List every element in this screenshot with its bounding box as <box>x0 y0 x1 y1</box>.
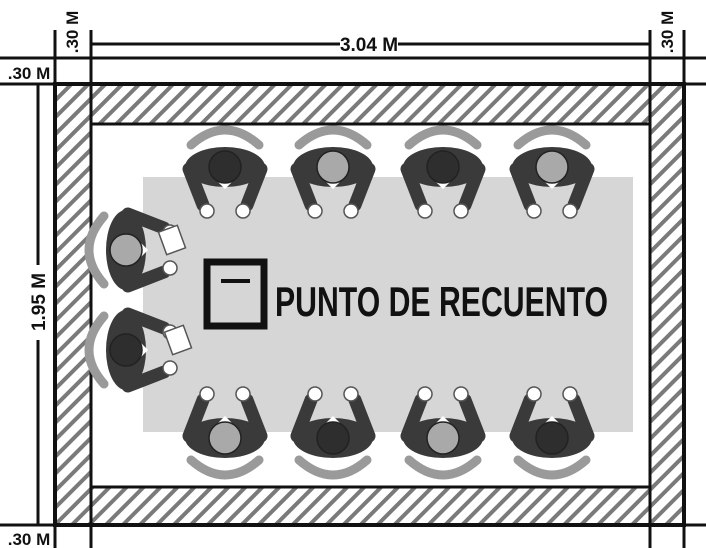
left-hand <box>307 203 323 219</box>
right-hand <box>562 203 578 219</box>
chair-back <box>513 125 591 150</box>
head <box>426 421 460 455</box>
ballot-paper-2 <box>163 324 193 356</box>
dim-label-left-height: 1.95 M <box>29 273 50 331</box>
head <box>208 421 242 455</box>
person-bottom-2 <box>290 386 376 480</box>
dim-label-left-top: .30 M <box>8 64 51 83</box>
left-hand <box>453 386 469 402</box>
chair-back <box>404 455 482 480</box>
left-arm <box>400 162 428 212</box>
person-top-4 <box>509 125 595 219</box>
right-arm <box>348 162 376 212</box>
person-bottom-4 <box>509 386 595 480</box>
wall-left <box>55 84 91 525</box>
right-hand <box>199 386 215 402</box>
head <box>535 150 569 184</box>
left-hand <box>562 386 578 402</box>
right-arm <box>121 307 171 335</box>
dimension-lines <box>0 30 706 548</box>
chair-back <box>186 125 264 150</box>
people-layer <box>84 125 595 480</box>
left-hand <box>235 386 251 402</box>
dim-label-left-bottom: .30 M <box>8 530 51 548</box>
chair-back <box>84 311 109 389</box>
chair-back <box>404 125 482 150</box>
left-hand <box>199 203 215 219</box>
head <box>109 233 143 267</box>
left-hand <box>162 260 178 276</box>
head <box>109 333 143 367</box>
chair-back <box>294 125 372 150</box>
wall-bottom <box>55 487 684 525</box>
head <box>316 421 350 455</box>
left-arm <box>567 393 595 443</box>
person-bottom-1 <box>182 386 268 480</box>
person-top-2 <box>290 125 376 219</box>
right-hand <box>417 386 433 402</box>
right-hand <box>343 203 359 219</box>
counting-table <box>143 177 633 432</box>
left-arm <box>240 393 268 443</box>
head <box>535 421 569 455</box>
chair-back <box>84 211 109 289</box>
left-hand <box>417 203 433 219</box>
ballot-box-icon <box>203 258 268 330</box>
dim-label-top-width: 3.04 M <box>340 35 398 56</box>
right-arm <box>290 393 318 443</box>
left-hand <box>162 360 178 376</box>
right-arm <box>567 162 595 212</box>
head <box>426 150 460 184</box>
right-arm <box>182 393 210 443</box>
chair-back <box>513 455 591 480</box>
left-hand <box>526 203 542 219</box>
left-hand <box>343 386 359 402</box>
left-arm <box>509 162 537 212</box>
wall-top <box>55 84 684 124</box>
dim-label-top-left: .30 M <box>63 11 82 54</box>
chair-back <box>186 455 264 480</box>
ballot-paper-1 <box>157 224 187 256</box>
head <box>208 150 242 184</box>
right-arm <box>121 207 171 235</box>
wall-right <box>650 84 684 525</box>
chair-back <box>294 455 372 480</box>
person-bottom-3 <box>400 386 486 480</box>
left-arm <box>182 162 210 212</box>
person-top-3 <box>400 125 486 219</box>
left-arm <box>458 393 486 443</box>
right-arm <box>240 162 268 212</box>
right-arm <box>458 162 486 212</box>
left-arm <box>348 393 376 443</box>
left-arm <box>121 265 171 293</box>
right-arm <box>509 393 537 443</box>
left-arm <box>290 162 318 212</box>
person-top-1 <box>182 125 268 219</box>
right-arm <box>400 393 428 443</box>
right-hand <box>235 203 251 219</box>
table-label: PUNTO DE RECUENTO <box>275 278 608 325</box>
right-hand <box>307 386 323 402</box>
left-arm <box>121 365 171 393</box>
right-hand <box>526 386 542 402</box>
right-hand <box>453 203 469 219</box>
person-left-2 <box>84 307 178 393</box>
dim-label-top-right: .30 M <box>658 11 677 54</box>
head <box>316 150 350 184</box>
